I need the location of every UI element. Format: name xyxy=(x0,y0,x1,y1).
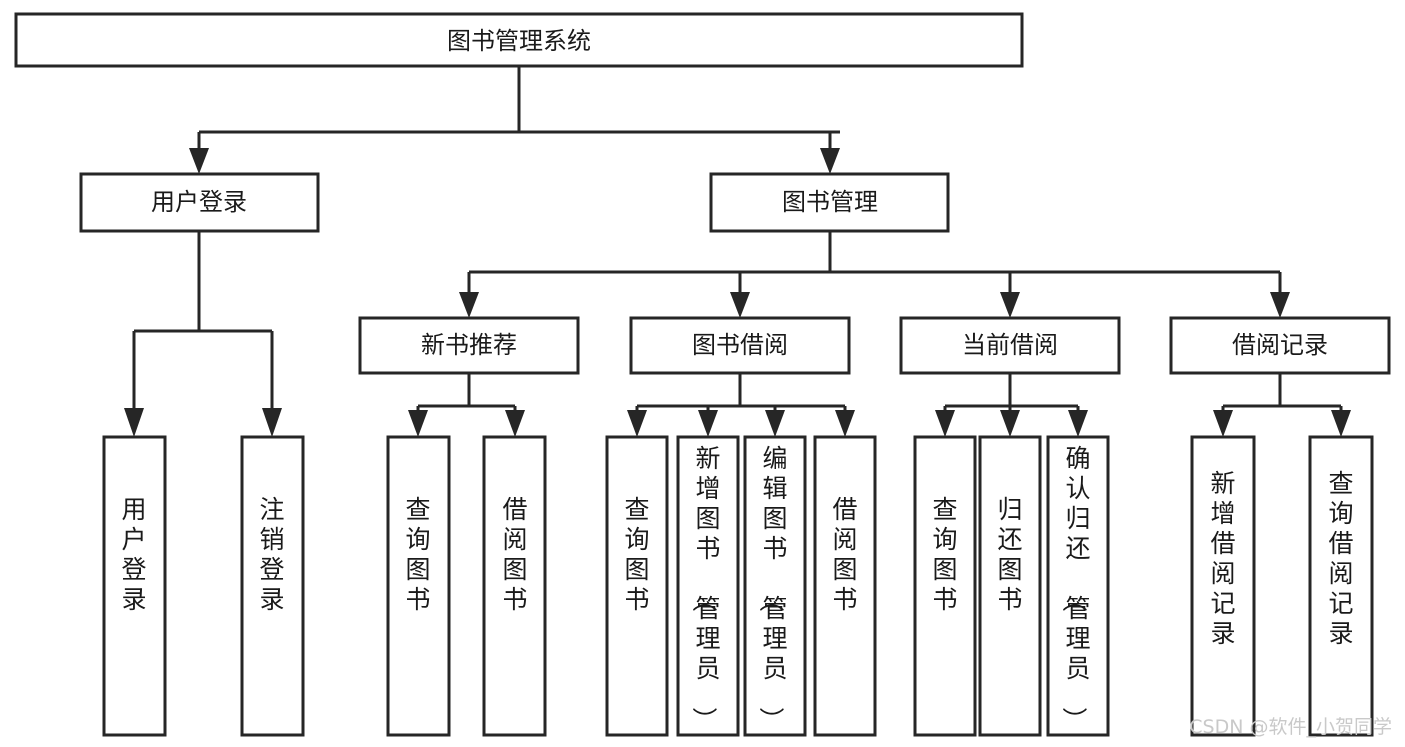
edge-group-book-manage xyxy=(459,231,1290,318)
node-leaf-query-book-1[interactable]: 查询图书 xyxy=(386,435,451,737)
arrow-icon-bm-current-borrow xyxy=(1000,292,1020,318)
arrow-icon-bb-2 xyxy=(698,410,718,437)
node-leaf-borrow-book-1[interactable]: 借阅图书 xyxy=(482,435,547,737)
node-root-box[interactable] xyxy=(14,12,1024,68)
arrow-icon-nbr-2 xyxy=(505,410,525,437)
node-book-borrow-label: 图书借阅 xyxy=(692,331,788,359)
node-new-book-rec-box[interactable] xyxy=(358,316,580,375)
arrow-icon-bm-borrow-record xyxy=(1270,292,1290,318)
node-leaf-query-book-2-label: 查询图书 xyxy=(624,495,649,614)
node-leaf-query-record-box[interactable] xyxy=(1308,435,1374,737)
node-borrow-record[interactable]: 借阅记录 xyxy=(1169,316,1391,375)
node-borrow-record-box[interactable] xyxy=(1169,316,1391,375)
node-leaf-add-book-label: 新增图书（管理员） xyxy=(689,444,720,732)
node-leaf-user-login-label: 用户登录 xyxy=(121,495,146,614)
node-leaf-borrow-book-2-box[interactable] xyxy=(813,435,877,737)
node-leaf-query-book-3-label: 查询图书 xyxy=(932,495,957,614)
node-leaf-edit-book[interactable]: 编辑图书（管理员） xyxy=(743,435,807,737)
node-leaf-query-book-3[interactable]: 查询图书 xyxy=(913,435,977,737)
node-borrow-record-label: 借阅记录 xyxy=(1232,331,1328,359)
node-leaf-user-logout-label: 注销登录 xyxy=(259,495,284,614)
node-book-manage-box[interactable] xyxy=(709,172,950,233)
node-leaf-user-login[interactable]: 用户登录 xyxy=(102,435,167,737)
node-leaf-query-record[interactable]: 查询借阅记录 xyxy=(1308,435,1374,737)
arrow-icon-user-login-2 xyxy=(262,408,282,437)
node-leaf-user-logout-box[interactable] xyxy=(240,435,305,737)
arrow-icon-root-book-manage xyxy=(820,148,840,174)
edge-group-book-borrow xyxy=(627,373,855,437)
node-leaf-confirm-return-label: 确认归还（管理员） xyxy=(1059,444,1090,732)
edge-group-user-login xyxy=(124,231,282,437)
node-user-login[interactable]: 用户登录 xyxy=(79,172,320,233)
arrow-icon-cb-2 xyxy=(1000,410,1020,437)
node-leaf-query-book-1-label: 查询图书 xyxy=(405,495,430,614)
node-leaf-user-login-box[interactable] xyxy=(102,435,167,737)
node-leaf-user-logout[interactable]: 注销登录 xyxy=(240,435,305,737)
node-current-borrow-box[interactable] xyxy=(899,316,1121,375)
node-leaf-add-record-box[interactable] xyxy=(1190,435,1256,737)
node-book-manage-label: 图书管理 xyxy=(782,188,878,216)
node-leaf-borrow-book-1-box[interactable] xyxy=(482,435,547,737)
node-leaf-confirm-return[interactable]: 确认归还（管理员） xyxy=(1046,435,1110,737)
arrow-icon-br-2 xyxy=(1331,410,1351,437)
arrow-icon-bb-1 xyxy=(627,410,647,437)
node-leaf-borrow-book-2[interactable]: 借阅图书 xyxy=(813,435,877,737)
node-leaf-query-book-1-box[interactable] xyxy=(386,435,451,737)
node-new-book-rec[interactable]: 新书推荐 xyxy=(358,316,580,375)
node-leaf-add-record[interactable]: 新增借阅记录 xyxy=(1190,435,1256,737)
node-user-login-box[interactable] xyxy=(79,172,320,233)
arrow-icon-user-login-1 xyxy=(124,408,144,437)
arrow-icon-br-1 xyxy=(1213,410,1233,437)
arrow-icon-cb-3 xyxy=(1068,410,1088,437)
node-leaf-edit-book-label: 编辑图书（管理员） xyxy=(756,444,787,732)
node-leaf-return-book[interactable]: 归还图书 xyxy=(978,435,1042,737)
node-new-book-rec-label: 新书推荐 xyxy=(421,331,517,359)
node-book-borrow[interactable]: 图书借阅 xyxy=(629,316,851,375)
node-leaf-query-book-2-box[interactable] xyxy=(605,435,669,737)
node-leaf-confirm-return-box[interactable] xyxy=(1046,435,1110,737)
arrow-icon-cb-1 xyxy=(935,410,955,437)
arrow-icon-bm-book-borrow xyxy=(730,292,750,318)
edge-group-current-borrow xyxy=(935,373,1088,437)
node-current-borrow[interactable]: 当前借阅 xyxy=(899,316,1121,375)
node-book-manage[interactable]: 图书管理 xyxy=(709,172,950,233)
watermark-label: CSDN @软件_小贺同学 xyxy=(1189,716,1392,738)
node-user-login-label: 用户登录 xyxy=(151,188,247,216)
edge-group-new-book-rec xyxy=(408,373,525,437)
node-leaf-add-record-label: 新增借阅记录 xyxy=(1210,469,1235,648)
node-book-borrow-box[interactable] xyxy=(629,316,851,375)
arrow-icon-bm-new-book-rec xyxy=(459,292,479,318)
node-leaf-edit-book-box[interactable] xyxy=(743,435,807,737)
node-leaf-query-book-2[interactable]: 查询图书 xyxy=(605,435,669,737)
node-root[interactable]: 图书管理系统 xyxy=(14,12,1024,68)
node-leaf-add-book-box[interactable] xyxy=(676,435,740,737)
arrow-icon-root-user-login xyxy=(189,148,209,174)
node-leaf-add-book[interactable]: 新增图书（管理员） xyxy=(676,435,740,737)
edge-group-borrow-record xyxy=(1213,373,1351,437)
node-leaf-return-book-label: 归还图书 xyxy=(997,495,1022,614)
node-leaf-borrow-book-1-label: 借阅图书 xyxy=(502,495,527,614)
node-root-label: 图书管理系统 xyxy=(447,27,591,55)
arrow-icon-bb-4 xyxy=(835,410,855,437)
node-leaf-borrow-book-2-label: 借阅图书 xyxy=(832,495,857,614)
node-current-borrow-label: 当前借阅 xyxy=(962,331,1058,359)
node-leaf-query-record-label: 查询借阅记录 xyxy=(1328,469,1353,648)
node-leaf-return-book-box[interactable] xyxy=(978,435,1042,737)
arrow-icon-nbr-1 xyxy=(408,410,428,437)
arrow-icon-bb-3 xyxy=(765,410,785,437)
node-leaf-query-book-3-box[interactable] xyxy=(913,435,977,737)
edge-group-root xyxy=(189,66,840,174)
